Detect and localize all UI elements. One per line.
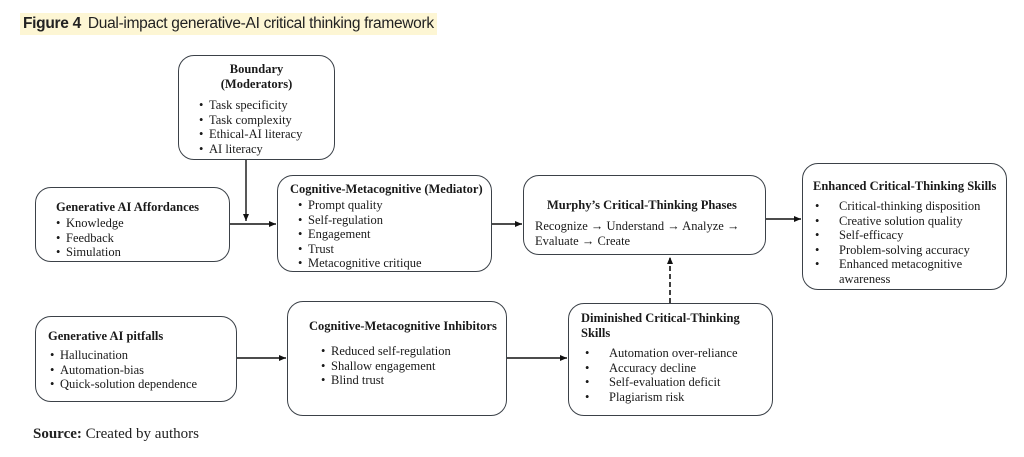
inhibitors-title: Cognitive-Metacognitive Inhibitors — [309, 319, 497, 333]
figure-title-text: Dual-impact generative-AI critical think… — [87, 15, 434, 32]
affordances-box: Generative AI Affordances Knowledge Feed… — [35, 187, 230, 262]
list-item: Task specificity — [199, 98, 334, 113]
source-text: Created by authors — [85, 426, 199, 442]
affordances-list: Knowledge Feedback Simulation — [56, 216, 229, 260]
murphy-phases-line1: Recognize → Understand → Analyze → — [535, 219, 740, 233]
boundary-title-line2: (Moderators) — [220, 77, 293, 91]
list-item: Metacognitive critique — [298, 256, 491, 271]
list-item: Creative solution quality — [813, 214, 1000, 229]
list-item: Reduced self-regulation — [321, 344, 506, 359]
inhibitors-box: Cognitive-Metacognitive Inhibitors Reduc… — [287, 301, 507, 416]
mediator-box: Cognitive-Metacognitive (Mediator) Promp… — [277, 175, 492, 272]
list-item: Automation over-reliance — [583, 346, 772, 361]
murphy-phases-box: Murphy’s Critical-Thinking Phases Recogn… — [523, 175, 766, 255]
inhibitors-list: Reduced self-regulation Shallow engageme… — [309, 344, 506, 388]
list-item: AI literacy — [199, 142, 334, 157]
pitfalls-list: Hallucination Automation-bias Quick-solu… — [48, 348, 236, 392]
source-label: Source: — [33, 426, 82, 442]
murphy-phases-line2: Evaluate → Create — [535, 233, 631, 248]
diminished-title: Diminished Critical-Thinking Skills — [581, 311, 740, 340]
list-item: Accuracy decline — [583, 361, 772, 376]
boundary-title: Boundary(Moderators) — [179, 62, 334, 92]
list-item: Simulation — [56, 245, 229, 260]
list-item: Hallucination — [50, 348, 236, 363]
list-item: Trust — [298, 242, 491, 257]
list-item: Self-regulation — [298, 213, 491, 228]
boundary-list: Task specificity Task complexity Ethical… — [199, 98, 334, 156]
pitfalls-box: Generative AI pitfalls Hallucination Aut… — [35, 316, 237, 402]
list-item: Blind trust — [321, 373, 506, 388]
diminished-skills-box: Diminished Critical-Thinking Skills Auto… — [568, 303, 773, 416]
source-note: Source: Created by authors — [33, 426, 199, 443]
mediator-title: Cognitive-Metacognitive (Mediator) — [290, 182, 483, 196]
murphy-title: Murphy’s Critical-Thinking Phases — [547, 198, 737, 212]
list-item: Self-efficacy — [813, 228, 1000, 243]
list-item: Critical-thinking disposition — [813, 199, 1000, 214]
figure-title: Figure 4 Dual-impact generative-AI critic… — [20, 13, 437, 35]
list-item: Automation-bias — [50, 363, 236, 378]
list-item: Feedback — [56, 231, 229, 246]
list-item: Prompt quality — [298, 198, 491, 213]
list-item: Ethical-AI literacy — [199, 127, 334, 142]
pitfalls-title: Generative AI pitfalls — [48, 329, 164, 343]
list-item: Enhanced metacognitive awareness — [813, 257, 979, 286]
affordances-title: Generative AI Affordances — [56, 200, 200, 214]
boundary-title-line1: Boundary — [229, 62, 284, 76]
list-item: Shallow engagement — [321, 359, 506, 374]
list-item: Plagiarism risk — [583, 390, 772, 405]
boundary-moderators-box: Boundary(Moderators) Task specificity Ta… — [178, 55, 335, 160]
list-item: Quick-solution dependence — [50, 377, 236, 392]
diminished-list: Automation over-reliance Accuracy declin… — [581, 346, 772, 404]
list-item: Self-evaluation deficit — [583, 375, 772, 390]
enhanced-title: Enhanced Critical-Thinking Skills — [813, 179, 997, 193]
figure-label: Figure 4 — [23, 15, 81, 32]
enhanced-skills-box: Enhanced Critical-Thinking Skills Critic… — [802, 163, 1007, 290]
list-item: Problem-solving accuracy — [813, 243, 1000, 258]
murphy-phases-text: Recognize → Understand → Analyze → Evalu… — [535, 219, 765, 248]
mediator-list: Prompt quality Self-regulation Engagemen… — [290, 198, 491, 271]
list-item: Knowledge — [56, 216, 229, 231]
list-item: Task complexity — [199, 113, 334, 128]
list-item: Engagement — [298, 227, 491, 242]
enhanced-list: Critical-thinking disposition Creative s… — [813, 199, 1000, 286]
